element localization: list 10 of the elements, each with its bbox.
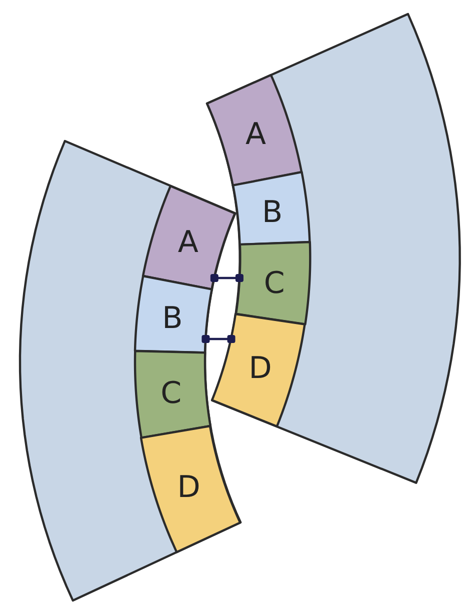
segment-letter: A [246,120,266,150]
connector [202,335,236,343]
segment-letter: B [162,304,183,334]
segment-letter: B [262,198,283,228]
segment-letter: D [248,354,272,384]
connector [210,274,244,282]
segment-letter: C [264,268,285,298]
segment-letter: A [178,228,198,258]
segment-letter: D [177,472,200,503]
segment-letter: C [160,379,182,410]
